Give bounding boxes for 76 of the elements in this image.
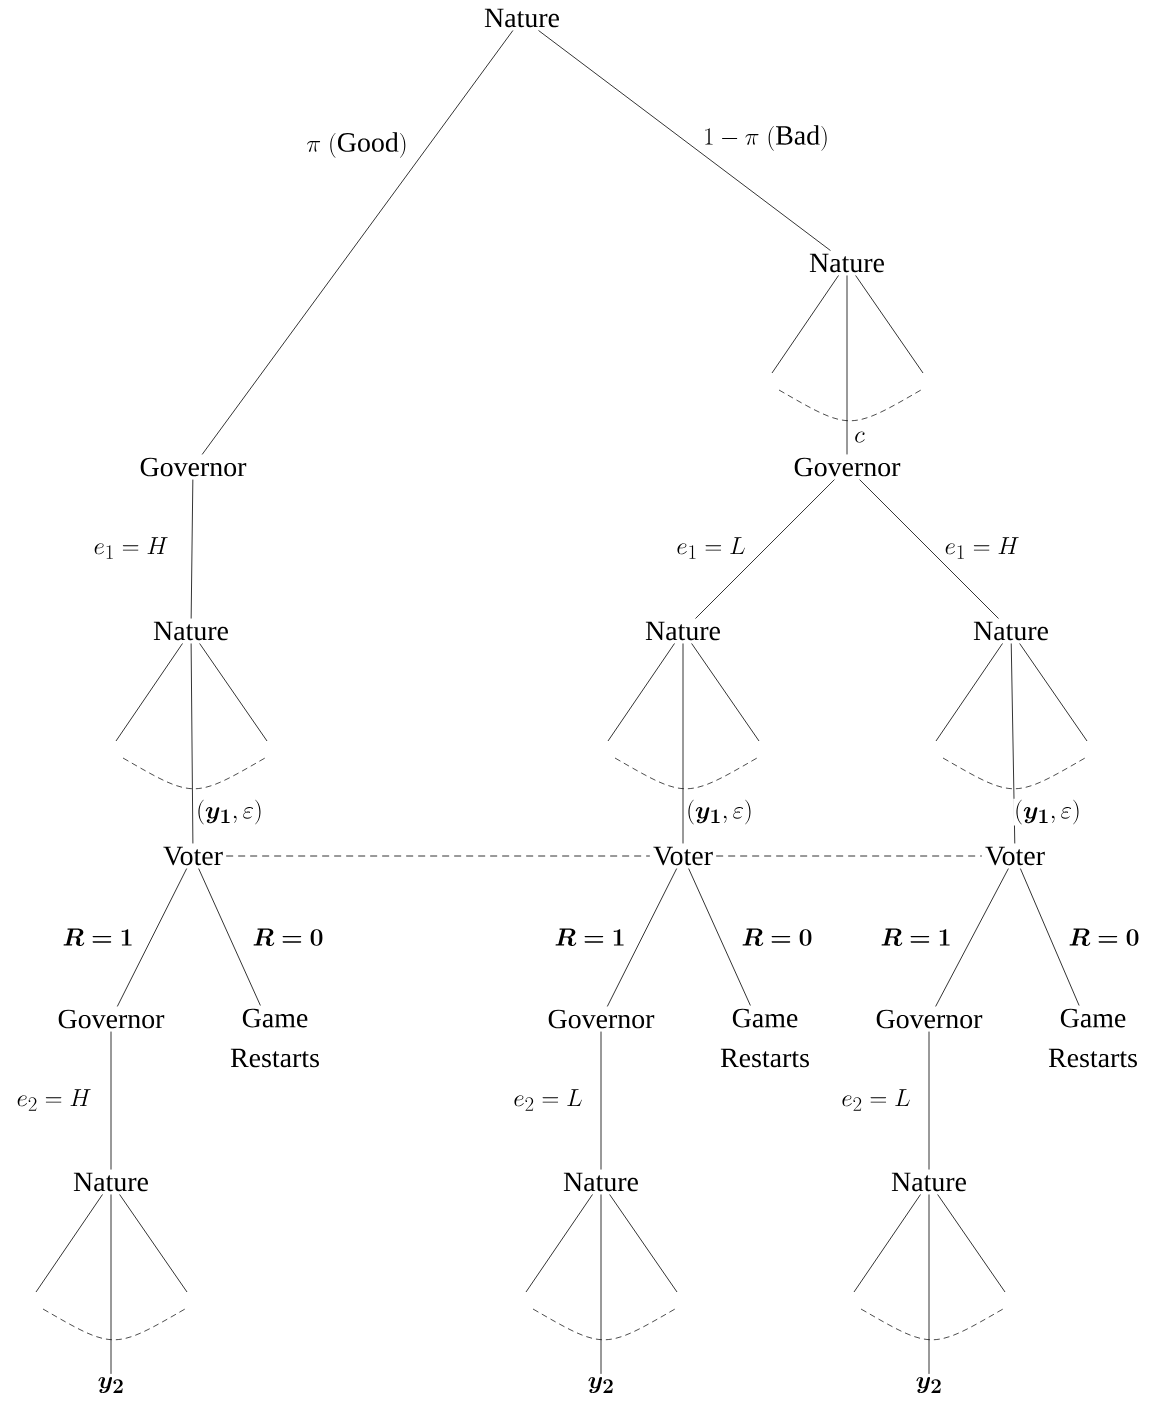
tree-branch: [928, 1031, 930, 1170]
tree-branch: [691, 643, 760, 742]
tree-branch: [119, 1194, 188, 1293]
node-label: Governor: [876, 1009, 983, 1029]
node-label: Nature: [645, 621, 720, 641]
node-label: Governor: [58, 1009, 165, 1029]
tree-branch: [606, 868, 678, 1007]
tree-branch: [937, 1194, 1006, 1293]
node-label: Nature: [891, 1172, 966, 1192]
tree-branch: [600, 1194, 602, 1375]
node-label: $\bm{y_2}$: [98, 1376, 123, 1394]
edge-label: $e_2 = L$: [840, 1088, 912, 1112]
edge-label: $\pi\ (\mathrm{Good})$: [305, 131, 409, 159]
edge-label: $(\bm{y_1},\varepsilon)$: [685, 798, 754, 826]
tree-branch: [695, 479, 835, 619]
node-label: Nature: [563, 1172, 638, 1192]
node-label: Nature: [973, 621, 1048, 641]
tree-branch: [198, 868, 261, 1006]
edge-label: $e_1 = H$: [943, 536, 1021, 560]
node-label: Nature: [153, 621, 228, 641]
node-label: Game Restarts: [1048, 1008, 1137, 1068]
node-label: Voter: [653, 846, 713, 866]
node-label: Nature: [73, 1172, 148, 1192]
edge-label: $\bm{R=0}$: [251, 927, 325, 947]
tree-branch: [846, 275, 848, 455]
tree-branch: [110, 1031, 112, 1170]
tree-branch: [538, 30, 831, 251]
tree-branch: [688, 868, 751, 1006]
edge-label: $\bm{R=0}$: [740, 927, 814, 947]
node-label: Nature: [809, 253, 884, 273]
edge-label: $\bm{R=0}$: [1067, 927, 1141, 947]
tree-branch: [859, 479, 999, 619]
tree-branch: [855, 275, 924, 374]
node-label: Nature: [484, 8, 559, 28]
node-label: Governor: [794, 457, 901, 477]
node-label: Governor: [140, 457, 247, 477]
edge-label: $e_2 = H$: [15, 1088, 93, 1112]
tree-branch: [190, 643, 194, 844]
tree-branch: [935, 643, 1003, 742]
node-label: Game Restarts: [720, 1008, 809, 1068]
tree-branch: [190, 479, 194, 619]
node-label: Game Restarts: [230, 1008, 319, 1068]
tree-branch: [525, 1194, 593, 1293]
tree-branch: [110, 1194, 112, 1375]
tree-branch: [853, 1194, 921, 1293]
tree-branch: [35, 1194, 103, 1293]
node-label: $\bm{y_2}$: [588, 1376, 613, 1394]
tree-branch: [935, 868, 1009, 1007]
edge-label: $c$: [853, 430, 866, 444]
information-set-line: [715, 855, 983, 857]
edge-label: $1-\pi\ (\mathrm{Bad})$: [702, 124, 830, 152]
edge-label: $(\bm{y_1},\varepsilon)$: [195, 798, 264, 826]
tree-branch: [201, 30, 514, 455]
tree-branch: [1020, 868, 1080, 1006]
tree-branch: [115, 643, 183, 742]
edge-label: $\bm{R=1}$: [61, 927, 135, 947]
node-label: Voter: [163, 846, 223, 866]
tree-branch: [116, 868, 188, 1007]
tree-branch: [199, 643, 268, 742]
edge-label: $\bm{R=1}$: [879, 927, 953, 947]
edge-label: $e_2 = L$: [512, 1088, 584, 1112]
tree-branch: [1019, 643, 1088, 742]
tree-branch: [771, 275, 839, 374]
tree-branch: [682, 643, 684, 844]
edge-label: $e_1 = L$: [675, 536, 747, 560]
tree-branch: [928, 1194, 930, 1375]
tree-branch: [600, 1031, 602, 1170]
node-label: Governor: [548, 1009, 655, 1029]
node-label: $\bm{y_2}$: [916, 1376, 941, 1394]
edge-label: $(\bm{y_1},\varepsilon)$: [1013, 798, 1082, 826]
information-set-line: [225, 855, 651, 857]
tree-branch: [607, 643, 675, 742]
edge-label: $\bm{R=1}$: [553, 927, 627, 947]
tree-branch: [609, 1194, 678, 1293]
node-label: Voter: [985, 846, 1045, 866]
edge-label: $e_1 = H$: [92, 536, 170, 560]
